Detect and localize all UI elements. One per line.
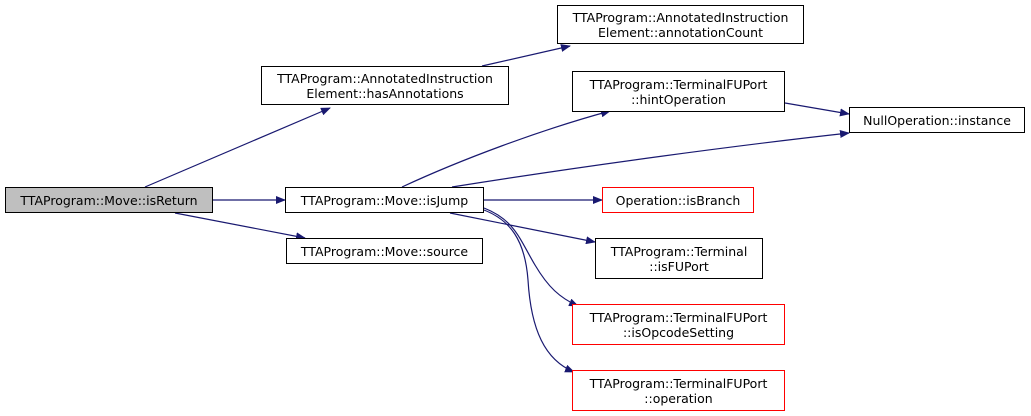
node-label: TTAProgram::Move::source bbox=[300, 243, 469, 259]
node-label-line-2: Element::hasAnnotations bbox=[306, 85, 464, 101]
node-nulloperation-instance[interactable]: NullOperation::instance bbox=[849, 107, 1025, 133]
node-terminalfuport-isopcodesetting[interactable]: TTAProgram::TerminalFUPort ::isOpcodeSet… bbox=[572, 304, 785, 345]
edge-isjump-to-nullinstance bbox=[451, 130, 850, 188]
node-label-line-1: TTAProgram::AnnotatedInstruction bbox=[277, 70, 493, 86]
edge-hasannotations-to-annotationcount bbox=[481, 44, 571, 67]
node-label-line-2: ::isFUPort bbox=[649, 258, 709, 274]
edge-isjump-to-operation bbox=[483, 209, 575, 373]
edge-isjump-to-isfuport bbox=[449, 212, 596, 245]
node-move-isjump[interactable]: TTAProgram::Move::isJump bbox=[285, 187, 484, 213]
node-annotatedinstructionelement-hasannotations[interactable]: TTAProgram::AnnotatedInstruction Element… bbox=[261, 66, 509, 105]
edge-isreturn-to-hasannotations bbox=[144, 107, 331, 188]
node-move-isreturn: TTAProgram::Move::isReturn bbox=[5, 187, 213, 213]
node-move-source[interactable]: TTAProgram::Move::source bbox=[286, 238, 483, 264]
node-label-line-1: TTAProgram::TerminalFUPort bbox=[589, 375, 768, 391]
node-label-line-1: TTAProgram::TerminalFUPort bbox=[589, 76, 768, 92]
node-label-line-2: Element::annotationCount bbox=[598, 24, 763, 40]
node-label: Operation::isBranch bbox=[615, 192, 741, 208]
node-label: TTAProgram::Move::isReturn bbox=[20, 192, 198, 208]
edge-isjump-to-hintoperation bbox=[401, 109, 611, 188]
node-label-line-2: ::hintOperation bbox=[631, 91, 726, 107]
edge-isreturn-to-source bbox=[174, 212, 306, 241]
edge-hintoperation-to-nullinstance bbox=[784, 102, 850, 117]
node-label: NullOperation::instance bbox=[863, 112, 1011, 128]
node-label-line-1: TTAProgram::TerminalFUPort bbox=[589, 309, 768, 325]
node-operation-isbranch[interactable]: Operation::isBranch bbox=[602, 187, 754, 213]
node-terminal-isfuport[interactable]: TTAProgram::Terminal ::isFUPort bbox=[595, 238, 763, 279]
node-label-line-2: ::operation bbox=[644, 390, 713, 406]
edge-isjump-to-isopcodesetting bbox=[483, 207, 579, 307]
node-annotatedinstructionelement-annotationcount[interactable]: TTAProgram::AnnotatedInstruction Element… bbox=[557, 5, 804, 44]
node-label-line-1: TTAProgram::Terminal bbox=[610, 243, 748, 259]
node-label-line-1: TTAProgram::AnnotatedInstruction bbox=[572, 9, 789, 25]
node-terminalfuport-hintoperation[interactable]: TTAProgram::TerminalFUPort ::hintOperati… bbox=[572, 71, 785, 112]
node-label: TTAProgram::Move::isJump bbox=[300, 192, 469, 208]
node-terminalfuport-operation[interactable]: TTAProgram::TerminalFUPort ::operation bbox=[572, 370, 785, 411]
node-label-line-2: ::isOpcodeSetting bbox=[622, 324, 735, 340]
